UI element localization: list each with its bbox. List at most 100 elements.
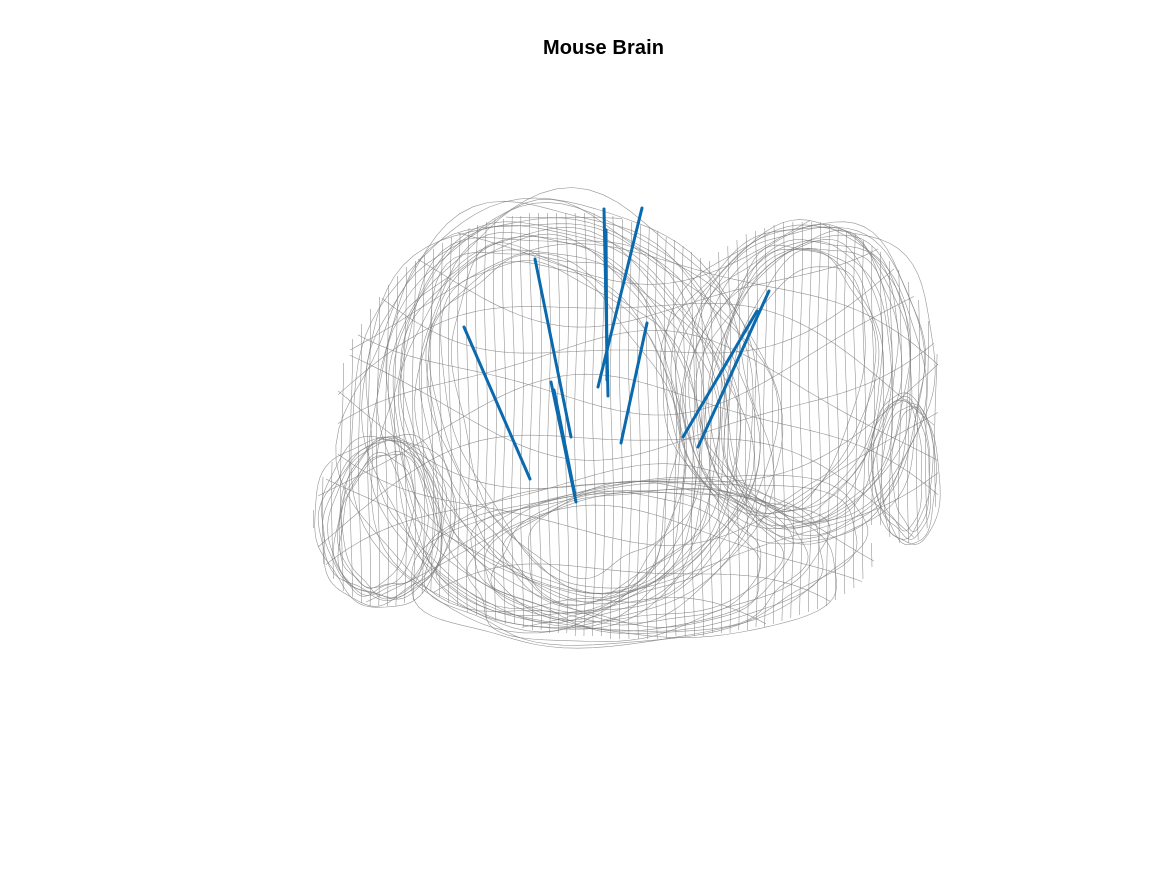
cerebrum-contour <box>425 254 681 607</box>
contour-line <box>337 412 939 546</box>
slice-line <box>682 245 686 637</box>
slice-line <box>754 230 758 628</box>
slice-line <box>556 213 560 634</box>
flocculus-contour <box>876 399 923 532</box>
slice-line <box>511 215 515 624</box>
probe-track <box>619 321 649 445</box>
slice-line <box>889 261 893 538</box>
olfactory-bulb-contour <box>314 436 456 608</box>
slice-line <box>367 309 371 607</box>
cerebrum-contour <box>368 202 761 616</box>
slice-line <box>547 213 551 634</box>
cerebellum-contour <box>663 224 936 545</box>
slice-line <box>457 233 461 607</box>
slice-line <box>520 215 524 627</box>
slice-line <box>853 233 857 588</box>
contour-line <box>337 303 935 426</box>
ventral-contour <box>423 482 858 646</box>
cerebrum-contour <box>385 236 722 621</box>
slice-line <box>808 222 812 612</box>
contour-line <box>357 296 915 416</box>
slice-line <box>322 476 324 565</box>
olfactory-bulb-contour <box>327 439 439 598</box>
cerebrum-contour <box>387 221 742 624</box>
contour-line <box>337 363 939 489</box>
slice-line <box>916 299 920 541</box>
slice-line <box>934 353 938 508</box>
slice-line <box>637 224 641 640</box>
slice-line <box>925 321 929 529</box>
slice-line <box>862 239 866 580</box>
slice-line <box>709 260 713 633</box>
flocculus-contour <box>891 406 931 532</box>
cerebellum-contour <box>721 266 866 514</box>
olfactory-bulb-contour <box>340 454 429 600</box>
cerebellum-contour <box>723 248 880 507</box>
probe-track <box>696 289 771 449</box>
slice-line <box>871 246 875 568</box>
slice-line <box>529 213 533 631</box>
flocculus-contour <box>870 395 932 540</box>
slice-line <box>349 339 353 597</box>
slice-line <box>574 212 578 637</box>
slice-line <box>835 228 839 601</box>
slice-line <box>331 461 334 580</box>
probe-track <box>604 228 609 382</box>
probe-track <box>533 257 573 439</box>
flocculus-contour <box>871 399 938 546</box>
ventral-contour <box>411 474 869 649</box>
slice-line <box>466 227 470 613</box>
probe-tracks <box>462 206 771 504</box>
cerebrum-contour <box>365 200 779 633</box>
slice-line <box>475 224 479 616</box>
slice-line <box>583 212 587 637</box>
slice-line <box>403 267 407 604</box>
ventral-contour <box>501 492 762 628</box>
contour-line <box>417 248 879 328</box>
cerebrum-contour <box>397 226 711 605</box>
figure-title: Mouse Brain <box>542 37 665 59</box>
slice-line <box>844 230 848 595</box>
cerebellum-contour <box>695 229 899 524</box>
slice-line <box>781 221 785 622</box>
ventral-contour <box>470 490 809 635</box>
slice-line <box>646 228 650 640</box>
slice-line <box>826 224 830 606</box>
cerebrum-contour <box>426 252 701 598</box>
cerebellum-contour <box>700 247 893 527</box>
cerebellum-contour <box>695 239 903 530</box>
probe-track <box>596 206 644 389</box>
slice-line <box>493 218 497 622</box>
slice-line <box>484 221 488 619</box>
slice-line <box>700 258 704 636</box>
cerebellum-contour <box>688 234 912 528</box>
slice-line <box>727 246 731 634</box>
contour-line <box>337 330 939 461</box>
cerebellum-contour <box>670 226 926 540</box>
contour-line <box>457 220 811 285</box>
probe-track <box>681 309 759 439</box>
slice-line <box>394 275 398 607</box>
slice-line <box>385 285 389 607</box>
contour-line <box>433 563 831 602</box>
contour-line <box>349 243 939 366</box>
contour-line <box>381 268 895 354</box>
slice-line <box>376 297 380 606</box>
cerebrum-contour <box>414 233 696 595</box>
slice-line <box>898 270 902 544</box>
ventral-contour <box>490 480 784 623</box>
ventral-contour <box>484 488 794 632</box>
slice-line <box>817 222 821 609</box>
slice-line <box>565 212 569 634</box>
slice-line <box>412 261 416 601</box>
cerebrum-contour <box>440 260 687 589</box>
slice-line <box>448 237 452 603</box>
slice-line <box>358 323 362 603</box>
slice-line <box>907 281 911 544</box>
contour-line <box>317 373 939 497</box>
slice-line <box>439 243 443 598</box>
cerebellum-contour <box>660 221 926 545</box>
slice-line <box>799 221 803 615</box>
contour-line <box>325 463 875 565</box>
